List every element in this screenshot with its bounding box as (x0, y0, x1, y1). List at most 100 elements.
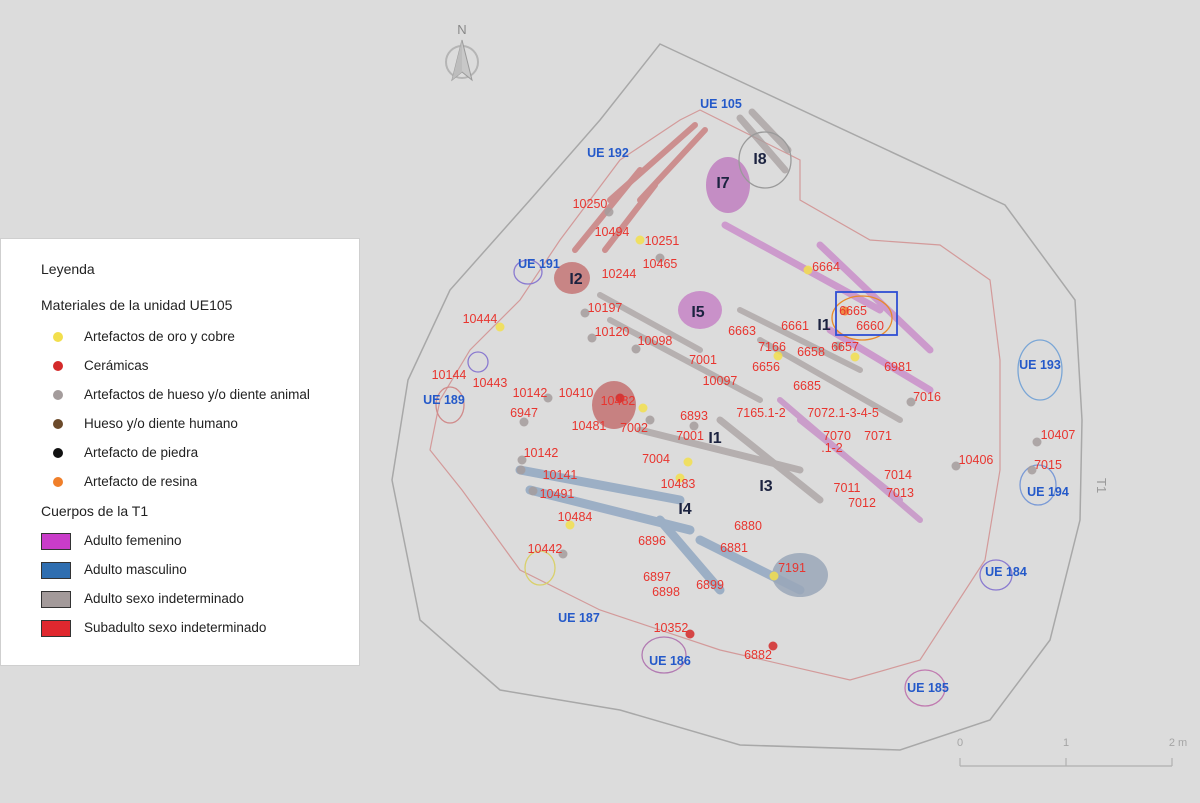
find-number: 7012 (848, 496, 876, 510)
find-dot (604, 207, 614, 217)
animal-bone-swatch (53, 390, 63, 400)
find-labels: 1025010494102511024410465101971044410120… (432, 197, 1076, 662)
find-dot (803, 265, 813, 275)
scale-label: 0 (957, 737, 963, 749)
trench-label: T1 (1094, 478, 1109, 493)
human-bone-swatch (53, 419, 63, 429)
legend-panel: Leyenda Materiales de la unidad UE105 Ar… (0, 238, 360, 666)
find-number: 6656 (752, 360, 780, 374)
unit-features (435, 131, 1063, 707)
north-arrow-icon: N (445, 22, 479, 82)
skeleton-i3 (777, 397, 923, 523)
find-number: 10141 (543, 468, 578, 482)
find-dot (615, 393, 625, 403)
find-dot (495, 322, 505, 332)
find-dot (951, 461, 961, 471)
unit-label: UE 105 (700, 97, 742, 111)
scale-bar (959, 758, 1173, 767)
find-number: 6896 (638, 534, 666, 548)
ceramic-swatch (53, 361, 63, 371)
stone-swatch (53, 448, 63, 458)
find-dot (516, 465, 526, 475)
find-number: 10142 (524, 446, 559, 460)
individual-label: I1 (817, 317, 830, 334)
find-number: 10465 (643, 257, 678, 271)
find-dot (683, 457, 693, 467)
find-number: 6665 (839, 304, 867, 318)
find-dot (769, 571, 779, 581)
skeleton-i8 (736, 108, 792, 174)
find-dot (517, 455, 527, 465)
find-dot (906, 397, 916, 407)
unit-label: UE 193 (1019, 358, 1061, 372)
unit-label: UE 186 (649, 654, 691, 668)
unit-label: UE 192 (587, 146, 629, 160)
find-number: 6881 (720, 541, 748, 555)
individual-label: I7 (716, 175, 729, 192)
find-dot (833, 341, 843, 351)
scale-label: 2 m (1169, 737, 1187, 749)
find-number: 10494 (595, 225, 630, 239)
legend-item: Adulto masculino (84, 562, 187, 577)
find-number: 7015 (1034, 458, 1062, 472)
find-number: 7072.1-3-4-5 (807, 406, 879, 420)
female-swatch (41, 533, 71, 550)
find-number: 6660 (856, 319, 884, 333)
individual-label: I3 (759, 478, 772, 495)
find-number: 10098 (638, 334, 673, 348)
find-number: 10250 (573, 197, 608, 211)
individual-label: I8 (753, 151, 766, 168)
find-dot (528, 486, 538, 496)
find-number: 7002 (620, 421, 648, 435)
skull-i2 (554, 262, 590, 294)
legend-item: Artefactos de oro y cobre (84, 329, 235, 344)
find-number: 10144 (432, 368, 467, 382)
find-dot (773, 351, 783, 361)
find-dot (558, 549, 568, 559)
unit-labels: UE 105 UE 192 UE 191 UE 189 UE 187 UE 18… (423, 97, 1069, 695)
find-number: 6658 (797, 345, 825, 359)
find-number: 10097 (703, 374, 738, 388)
find-number: 10442 (528, 542, 563, 556)
legend-title: Leyenda (41, 261, 95, 277)
find-dot (519, 417, 529, 427)
find-number: 6947 (510, 406, 538, 420)
unit-label: UE 189 (423, 393, 465, 407)
find-number: 7191 (778, 561, 806, 575)
male-swatch (41, 562, 71, 579)
find-number: 6898 (652, 585, 680, 599)
unit-label: UE 185 (907, 681, 949, 695)
find-number: 10410 (559, 386, 594, 400)
legend-item: Cerámicas (84, 358, 149, 373)
find-number: 6893 (680, 409, 708, 423)
unit-label: UE 191 (518, 257, 560, 271)
find-number: 10251 (645, 234, 680, 248)
find-dot (587, 333, 597, 343)
find-number: 7165.1-2 (736, 406, 785, 420)
scale-label: 1 (1063, 737, 1069, 749)
find-number: 7001 (689, 353, 717, 367)
find-number: 10244 (602, 267, 637, 281)
find-number: 7001 (676, 429, 704, 443)
legend-item: Adulto sexo indeterminado (84, 591, 244, 606)
find-number: 6897 (643, 570, 671, 584)
find-number: 6661 (781, 319, 809, 333)
find-number: 10197 (588, 301, 623, 315)
find-number: 10481 (572, 419, 607, 433)
skull-i5 (678, 291, 722, 329)
find-number: 6981 (884, 360, 912, 374)
find-dot (675, 473, 685, 483)
find-dot (850, 352, 860, 362)
find-number: 10443 (473, 376, 508, 390)
find-dot (685, 629, 695, 639)
find-number: 7004 (642, 452, 670, 466)
individual-label: I4 (678, 501, 691, 518)
find-dot (768, 641, 778, 651)
find-number: 6657 (831, 340, 859, 354)
find-number: 7011 (834, 481, 861, 495)
skull-i7 (706, 157, 750, 213)
find-dot (1027, 465, 1037, 475)
skeleton-i5 (597, 292, 903, 423)
subadult-swatch (41, 620, 71, 637)
find-dot (840, 306, 850, 316)
